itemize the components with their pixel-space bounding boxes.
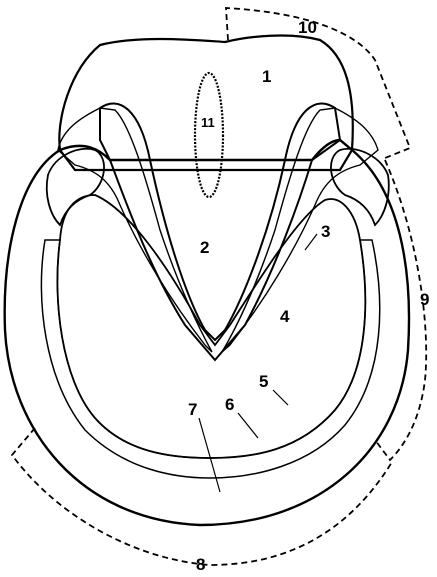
bracket-9: [375, 160, 426, 460]
label-11: 11: [201, 115, 215, 130]
label-5: 5: [259, 372, 268, 391]
label-10: 10: [298, 18, 317, 37]
central-sulcus: [195, 73, 223, 197]
sole: [57, 195, 365, 458]
white-line-band: [41, 240, 379, 478]
leader-5: [273, 390, 288, 405]
label-2: 2: [200, 238, 209, 257]
left-bar: [58, 108, 212, 352]
label-9: 9: [420, 290, 429, 309]
bracket-10: [226, 8, 410, 158]
label-7: 7: [188, 400, 197, 419]
bracket-8: [12, 428, 392, 565]
right-bar: [222, 108, 378, 352]
leader-6: [238, 413, 258, 438]
leader-7: [199, 418, 220, 492]
label-6: 6: [225, 395, 234, 414]
label-1: 1: [262, 67, 271, 86]
right-buttress: [331, 149, 389, 225]
frog: [100, 104, 340, 360]
label-4: 4: [280, 307, 290, 326]
heel-bulbs: [59, 36, 352, 170]
label-3: 3: [321, 222, 330, 241]
leader-3: [305, 234, 317, 250]
left-buttress: [47, 149, 104, 225]
label-8: 8: [196, 555, 205, 574]
